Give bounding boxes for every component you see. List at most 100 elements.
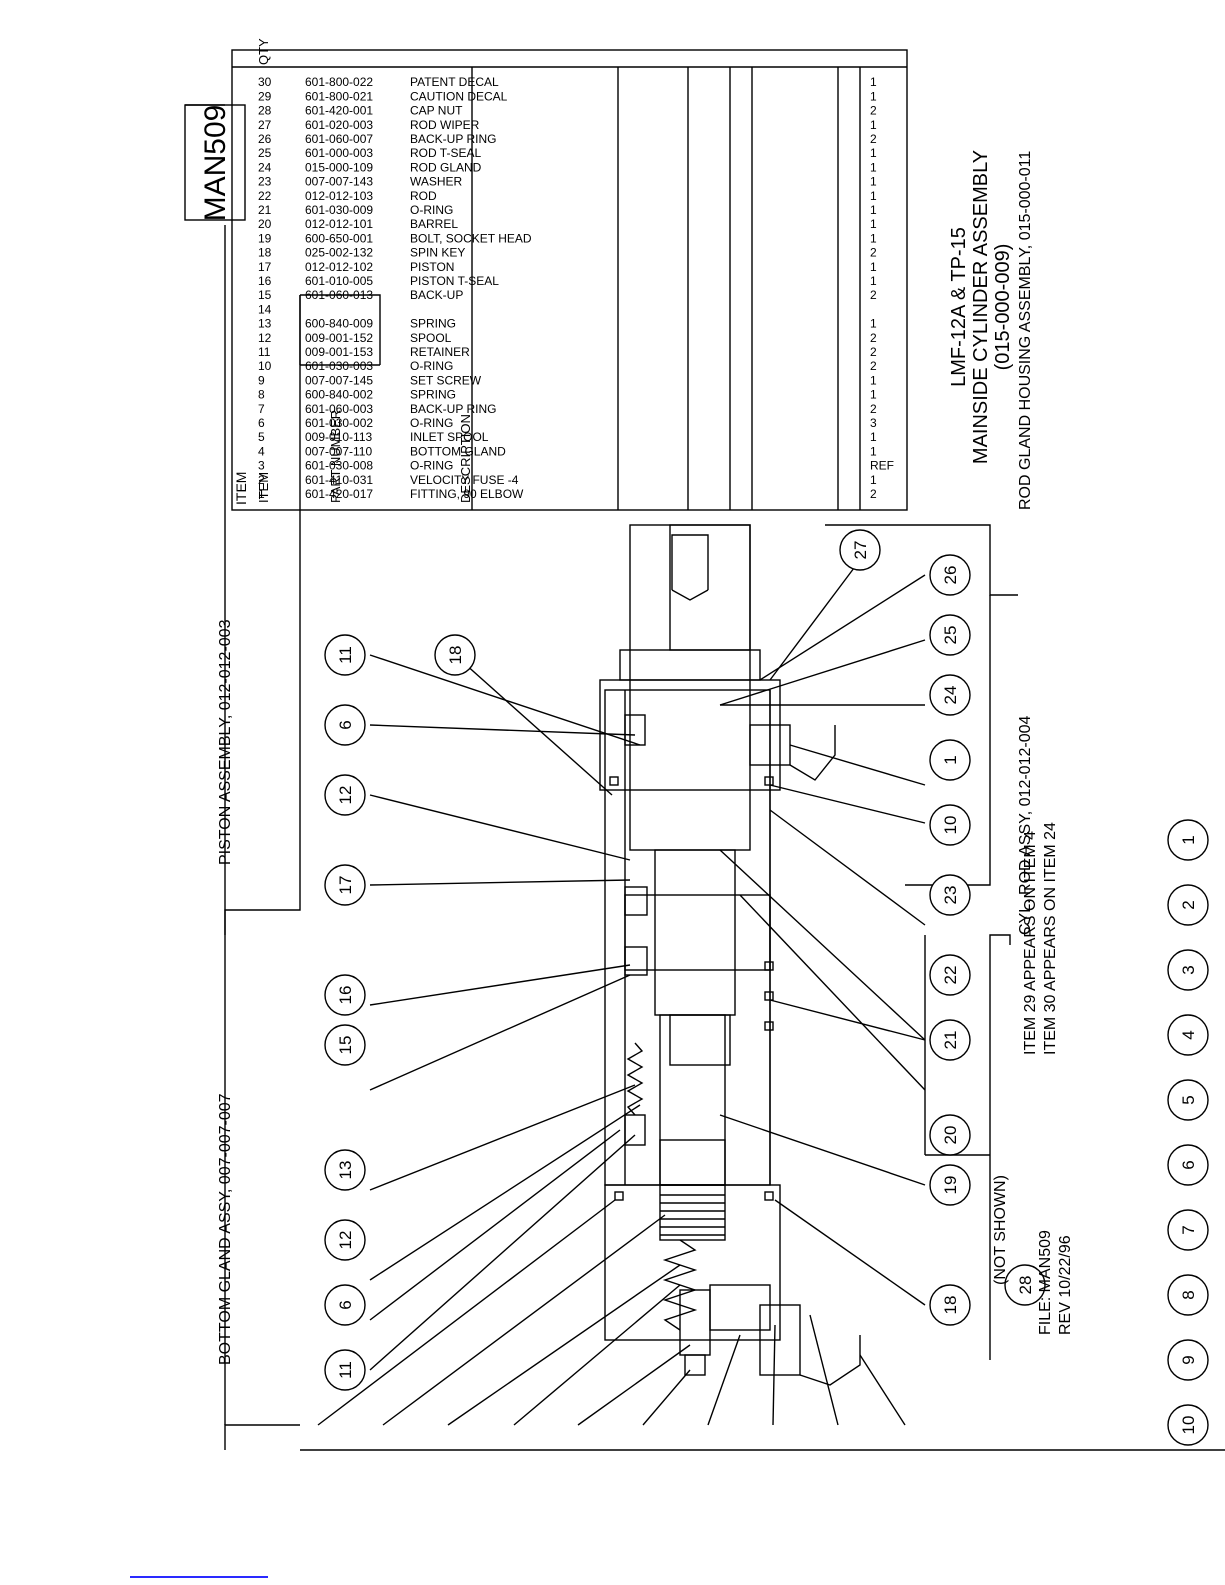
callout-number: 2: [1179, 900, 1198, 909]
callout-number: 16: [336, 986, 355, 1005]
callout-number: 6: [336, 1300, 355, 1309]
bom-item: 26: [258, 132, 272, 146]
bom-desc: BARREL: [410, 217, 458, 231]
bom-qty: 1: [870, 444, 877, 458]
bom-desc: O-RING: [410, 203, 453, 217]
callout-number: 13: [336, 1161, 355, 1180]
callout-number: 19: [941, 1176, 960, 1195]
bom-part: 601-420-017: [305, 487, 373, 501]
note-not-shown: (NOT SHOWN): [992, 1175, 1009, 1285]
bom-item: 28: [258, 104, 272, 118]
bom-qty: 3: [870, 416, 877, 430]
bom-qty: 1: [870, 260, 877, 274]
note-item30: ITEM 30 APPEARS ON ITEM 24: [1042, 822, 1059, 1055]
bom-desc: BACK-UP RING: [410, 402, 496, 416]
bom-part: 015-000-109: [305, 160, 373, 174]
bom-header-part: PART NUMBER: [328, 410, 343, 503]
callout-9: 9: [1167, 1339, 1209, 1381]
bom-desc: CAP NUT: [410, 104, 463, 118]
callout-number: 10: [941, 816, 960, 835]
note-item29: ITEM 29 APPEARS ON ITEM 4: [1022, 831, 1039, 1055]
bom-desc: WASHER: [410, 175, 463, 189]
bom-part: 601-000-003: [305, 146, 373, 160]
bom-desc: SPRING: [410, 388, 456, 402]
bom-qty: 1: [870, 75, 877, 89]
bom-header-item: ITEM: [233, 472, 249, 505]
callouts-misc: 28: [1004, 1264, 1046, 1306]
callout-number: 22: [941, 966, 960, 985]
callout-16: 16: [324, 974, 366, 1016]
callout-number: 12: [336, 1231, 355, 1250]
bom-item: 30: [258, 75, 272, 89]
bom-part: 009-001-152: [305, 331, 373, 345]
callout-number: 7: [1179, 1225, 1198, 1234]
bom-item: 16: [258, 274, 272, 288]
bom-item: 13: [258, 317, 272, 331]
bom-item: 5: [258, 430, 265, 444]
bom-part: 601-060-013: [305, 288, 373, 302]
bom-part: 601-030-003: [305, 359, 373, 373]
callout-number: 11: [336, 1361, 355, 1379]
bom-qty: 2: [870, 487, 877, 501]
bom-item: 24: [258, 160, 272, 174]
bom-item: 25: [258, 146, 272, 160]
bom-desc: ROD: [410, 189, 437, 203]
bom-part: 007-007-110: [305, 444, 372, 458]
bom-item: 9: [258, 373, 265, 387]
callout-6: 6: [324, 1284, 366, 1326]
bom-item: 12: [258, 331, 272, 345]
bom-qty: 1: [870, 146, 877, 160]
bom-desc: INLET SPOOL: [410, 430, 489, 444]
bom-desc: SPOOL: [410, 331, 452, 345]
bom-part: 012-012-101: [305, 217, 373, 231]
bom-item: 4: [258, 444, 265, 458]
callout-number: 11: [336, 646, 355, 664]
bom-item: 15: [258, 288, 272, 302]
bom-qty: 2: [870, 345, 877, 359]
bom-qty: 1: [870, 118, 877, 132]
bom-qty: 1: [870, 189, 877, 203]
callout-12: 12: [324, 774, 366, 816]
bom-qty: 2: [870, 132, 877, 146]
callout-number: 3: [1179, 965, 1198, 974]
bom-item: 3: [258, 459, 265, 473]
callout-11: 11: [324, 634, 366, 676]
bom-desc: CAUTION DECAL: [410, 89, 508, 103]
bom-part: 600-840-009: [305, 317, 373, 331]
callout-number: 28: [1016, 1276, 1035, 1295]
callout-number: 10: [1179, 1416, 1198, 1435]
bom-part: 009-001-153: [305, 345, 373, 359]
callout-12: 12: [324, 1219, 366, 1261]
bom-part: 601-030-008: [305, 459, 373, 473]
bom-part: 009-010-113: [305, 430, 372, 444]
callout-number: 27: [851, 541, 870, 560]
bom-item: 18: [258, 246, 272, 260]
drawing-id: MAN509: [199, 105, 232, 222]
callout-6: 6: [324, 704, 366, 746]
callout-number: 8: [1179, 1290, 1198, 1299]
callout-number: 1: [1179, 835, 1198, 844]
bom-qty: 2: [870, 246, 877, 260]
bom-qty: REF: [870, 459, 894, 473]
callout-number: 17: [336, 876, 355, 895]
callout-number: 9: [1179, 1355, 1198, 1364]
bom-qty: 1: [870, 430, 877, 444]
bom-qty: 1: [870, 473, 877, 487]
bom-qty: 1: [870, 160, 877, 174]
callout-27: 27: [839, 529, 881, 571]
bom-item: 8: [258, 388, 265, 402]
